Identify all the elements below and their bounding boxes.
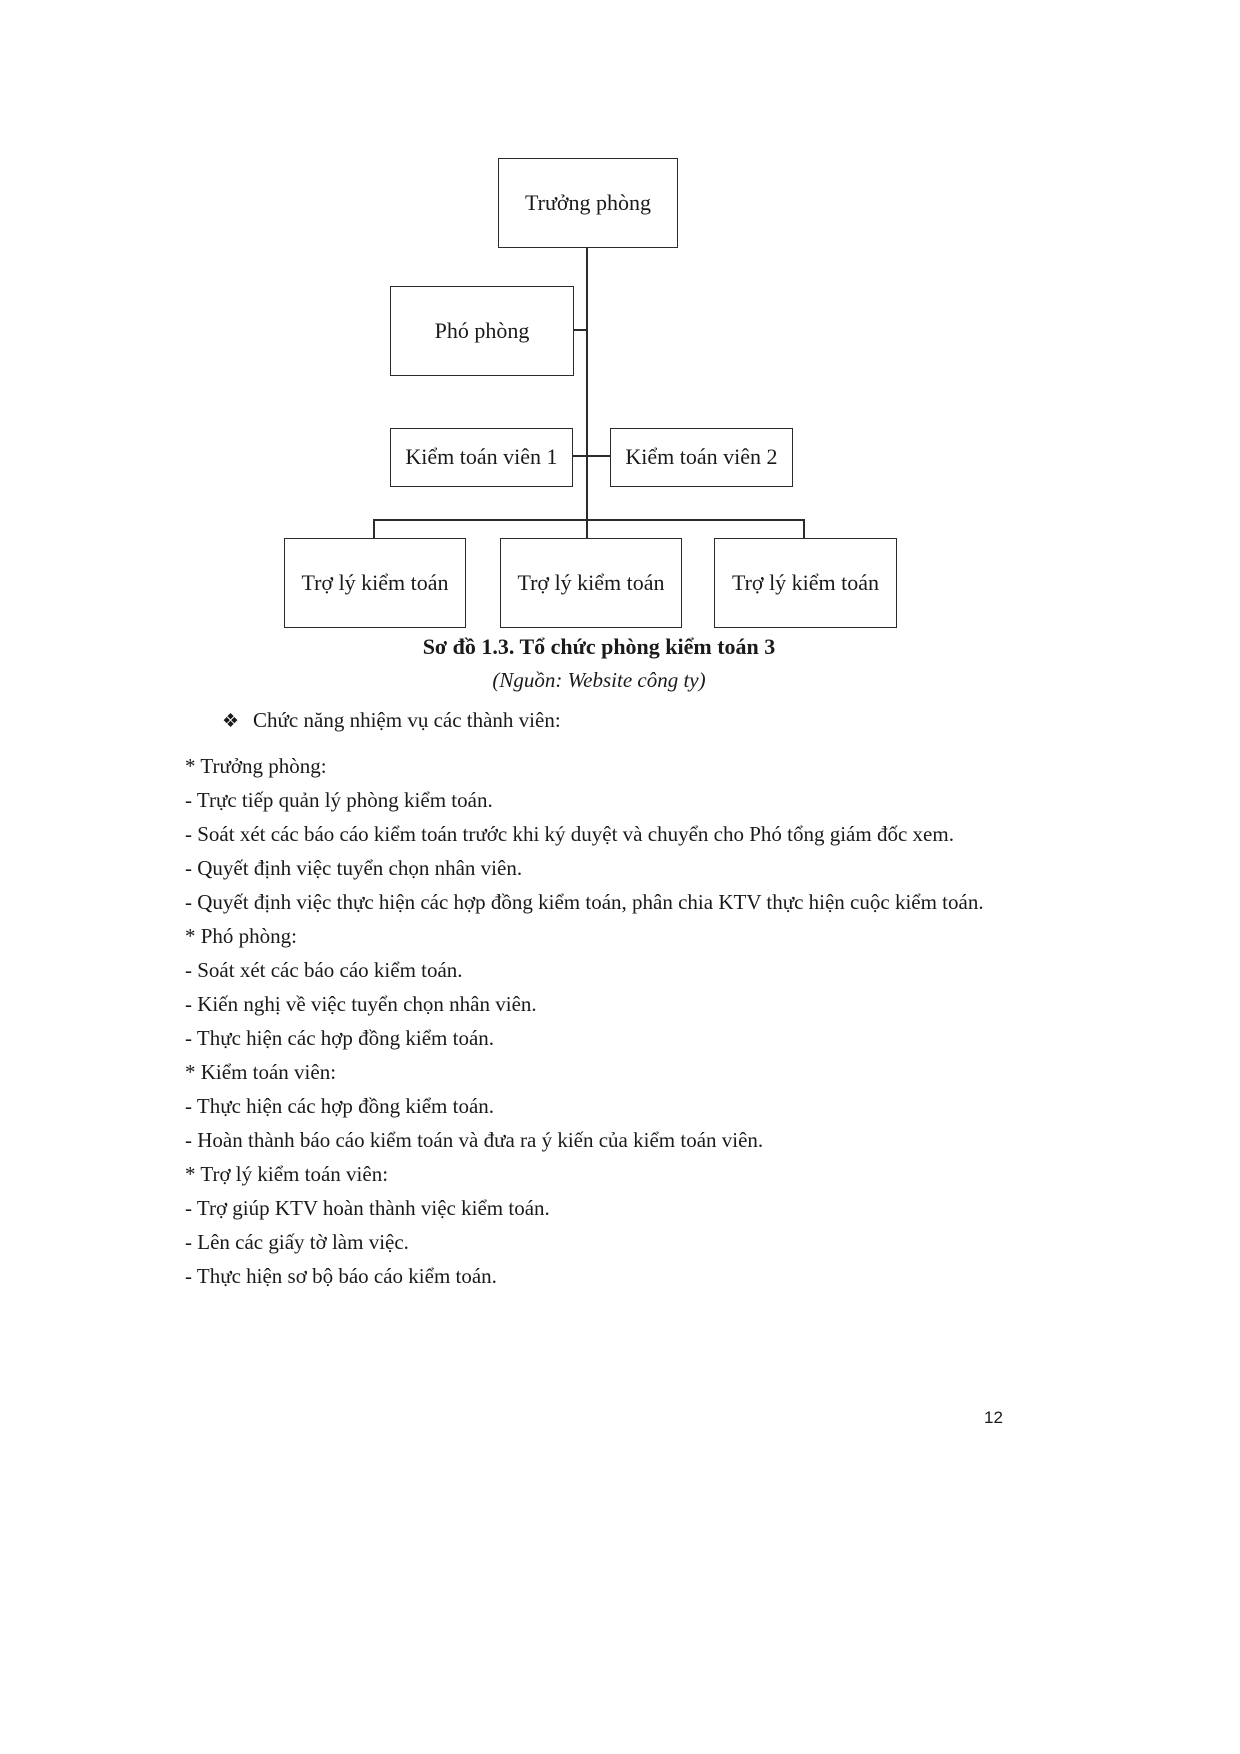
org-box-truong-phong: Trưởng phòng [498, 158, 678, 248]
paragraph: - Thực hiện sơ bộ báo cáo kiểm toán. [185, 1264, 497, 1288]
org-box-kiem-toan-vien-1: Kiểm toán viên 1 [390, 428, 573, 487]
paragraph: * Kiểm toán viên: [185, 1060, 337, 1084]
diagram-source: (Nguồn: Website công ty) [492, 668, 706, 692]
paragraph: - Soát xét các báo cáo kiểm toán. [185, 958, 463, 982]
connector-distributor [373, 519, 805, 521]
connector-drop-left [373, 519, 375, 538]
connector-drop-right [803, 519, 805, 538]
paragraph: - Thực hiện các hợp đồng kiểm toán. [185, 1094, 495, 1118]
connector-pho-phong [572, 329, 587, 331]
org-box-kiem-toan-vien-2: Kiểm toán viên 2 [610, 428, 793, 487]
org-box-label: Trưởng phòng [524, 189, 652, 215]
org-box-label: Trợ lý kiểm toán [517, 569, 665, 595]
connector-main-vertical [586, 246, 588, 538]
paragraph: - Kiến nghị về việc tuyển chọn nhân viên… [185, 992, 537, 1016]
diamond-bullet-icon: ❖ [222, 711, 240, 732]
org-box-label: Phó phòng [434, 317, 530, 343]
page-number: 12 [984, 1408, 1003, 1427]
org-box-label: Trợ lý kiểm toán [731, 569, 880, 595]
paragraph: * Trưởng phòng: [185, 754, 327, 778]
paragraph: - Soát xét các báo cáo kiểm toán trước k… [185, 822, 954, 846]
section-heading: ❖ Chức năng nhiệm vụ các thành viên: [185, 703, 1013, 739]
paragraph: - Quyết định việc thực hiện các hợp đồng… [185, 890, 984, 914]
diagram-caption: Sơ đồ 1.3. Tổ chức phòng kiểm toán 3 [422, 634, 776, 659]
org-box-tro-ly-1: Trợ lý kiểm toán [284, 538, 466, 628]
org-box-tro-ly-2: Trợ lý kiểm toán [500, 538, 682, 628]
paragraph: - Trợ giúp KTV hoàn thành việc kiểm toán… [185, 1196, 550, 1220]
paragraph: - Lên các giấy tờ làm việc. [185, 1230, 409, 1254]
connector-ktv [571, 455, 610, 457]
paragraph: - Trực tiếp quản lý phòng kiểm toán. [185, 788, 493, 812]
org-box-tro-ly-3: Trợ lý kiểm toán [714, 538, 897, 628]
body-text: ❖ Chức năng nhiệm vụ các thành viên: * Tr… [185, 703, 1013, 1293]
section-heading-label: Chức năng nhiệm vụ các thành viên: [253, 708, 561, 732]
org-box-label: Kiểm toán viên 2 [625, 444, 778, 470]
paragraph: * Trợ lý kiểm toán viên: [185, 1162, 389, 1186]
paragraph: - Hoàn thành báo cáo kiểm toán và đưa ra… [185, 1128, 764, 1152]
org-box-pho-phong: Phó phòng [390, 286, 574, 376]
org-box-label: Trợ lý kiểm toán [301, 569, 449, 595]
paragraph: * Phó phòng: [185, 924, 298, 948]
paragraph: - Thực hiện các hợp đồng kiểm toán. [185, 1026, 495, 1050]
org-box-label: Kiểm toán viên 1 [405, 444, 558, 470]
paragraph: - Quyết định việc tuyển chọn nhân viên. [185, 856, 523, 880]
